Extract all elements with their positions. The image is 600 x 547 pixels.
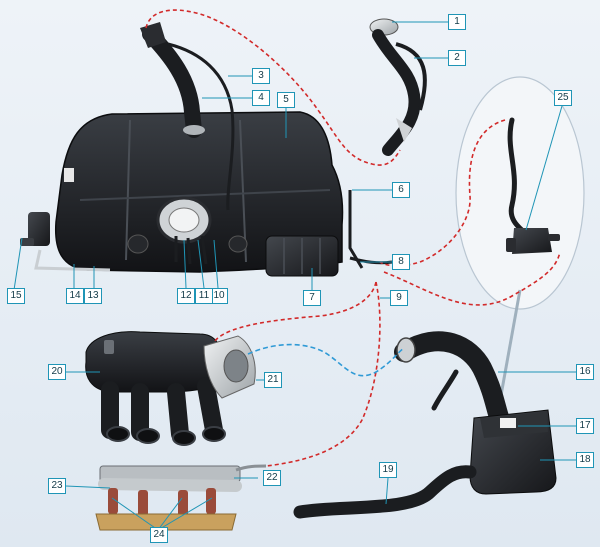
injector-3 <box>178 490 188 516</box>
callout-13: 13 <box>84 288 102 304</box>
callout-6: 6 <box>392 182 410 198</box>
callout-5: 5 <box>277 92 295 108</box>
detail-valve-fitting-right <box>548 234 560 241</box>
callout-9: 9 <box>390 290 408 306</box>
tank-strap-clip <box>28 212 50 246</box>
callout-23: 23 <box>48 478 66 494</box>
tank-filler-mouth <box>140 22 166 48</box>
callout-1: 1 <box>448 14 466 30</box>
fuel-line-dashed-filler <box>145 9 401 166</box>
intake-duct <box>394 331 510 430</box>
injector-2 <box>138 490 148 516</box>
callout-19: 19 <box>379 462 397 478</box>
tank-label <box>64 168 74 182</box>
throttle-bore <box>223 349 249 383</box>
vent-line-6 <box>348 190 364 269</box>
magnified-detail-circle <box>455 76 585 310</box>
callout-18: 18 <box>576 452 594 468</box>
callout-22: 22 <box>263 470 281 486</box>
detail-valve <box>512 228 552 254</box>
intake-duct-mouth <box>396 337 416 363</box>
tank-filler-clamp <box>183 125 205 135</box>
tank-vent-hose <box>167 42 235 211</box>
filler-neck-bracket <box>396 118 412 142</box>
callout-3: 3 <box>252 68 270 84</box>
fuel-line-dashed-to-rail <box>265 281 381 467</box>
callout-20: 20 <box>48 364 66 380</box>
filler-neck-vent <box>395 42 427 111</box>
tank-rib-3 <box>79 189 331 201</box>
runner-port-2 <box>136 428 160 444</box>
leader-lines <box>13 21 576 531</box>
callout-25: 25 <box>554 90 572 106</box>
callout-4: 4 <box>252 90 270 106</box>
runner-port-4 <box>202 426 226 442</box>
fuel-pump-cover <box>168 207 200 233</box>
callout-12: 12 <box>177 288 195 304</box>
manifold-sensor <box>104 340 114 354</box>
callout-17: 17 <box>576 418 594 434</box>
callout-11: 11 <box>195 288 213 304</box>
filler-neck-pipe <box>372 29 421 156</box>
fuel-rail-pipe <box>235 464 267 472</box>
air-filter-sticker <box>500 418 516 428</box>
air-inlet-snorkel <box>293 465 477 519</box>
callout-8: 8 <box>392 254 410 270</box>
callout-7: 7 <box>303 290 321 306</box>
fuel-rail <box>98 478 242 492</box>
tank-rib-1 <box>125 119 131 261</box>
fuel-line-dashed-detail <box>383 251 561 306</box>
callout-14: 14 <box>66 288 84 304</box>
tank-boss-left <box>127 234 149 254</box>
fuel-line-dashed-to-manifold <box>213 281 377 343</box>
pump-lines <box>174 235 208 265</box>
callout-2: 2 <box>448 50 466 66</box>
runner-port-3 <box>172 430 196 446</box>
callout-15: 15 <box>7 288 25 304</box>
intake-duct-side-hose <box>431 369 459 411</box>
detail-hose <box>507 117 527 235</box>
callout-24: 24 <box>150 527 168 543</box>
tank-boss-right <box>228 235 248 253</box>
tank-strap-bolt <box>20 238 34 246</box>
injector-1 <box>108 488 118 514</box>
injector-4 <box>206 488 216 514</box>
canister-ribs <box>283 238 321 274</box>
runner-port-1 <box>106 426 130 442</box>
callout-21: 21 <box>264 372 282 388</box>
intake-manifold-runners <box>101 377 223 443</box>
vacuum-line-dashed <box>247 343 405 377</box>
detail-valve-fitting <box>506 238 516 252</box>
callout-16: 16 <box>576 364 594 380</box>
fuel-pipe-14-13 <box>34 249 111 272</box>
injector-base-plate <box>95 513 237 531</box>
